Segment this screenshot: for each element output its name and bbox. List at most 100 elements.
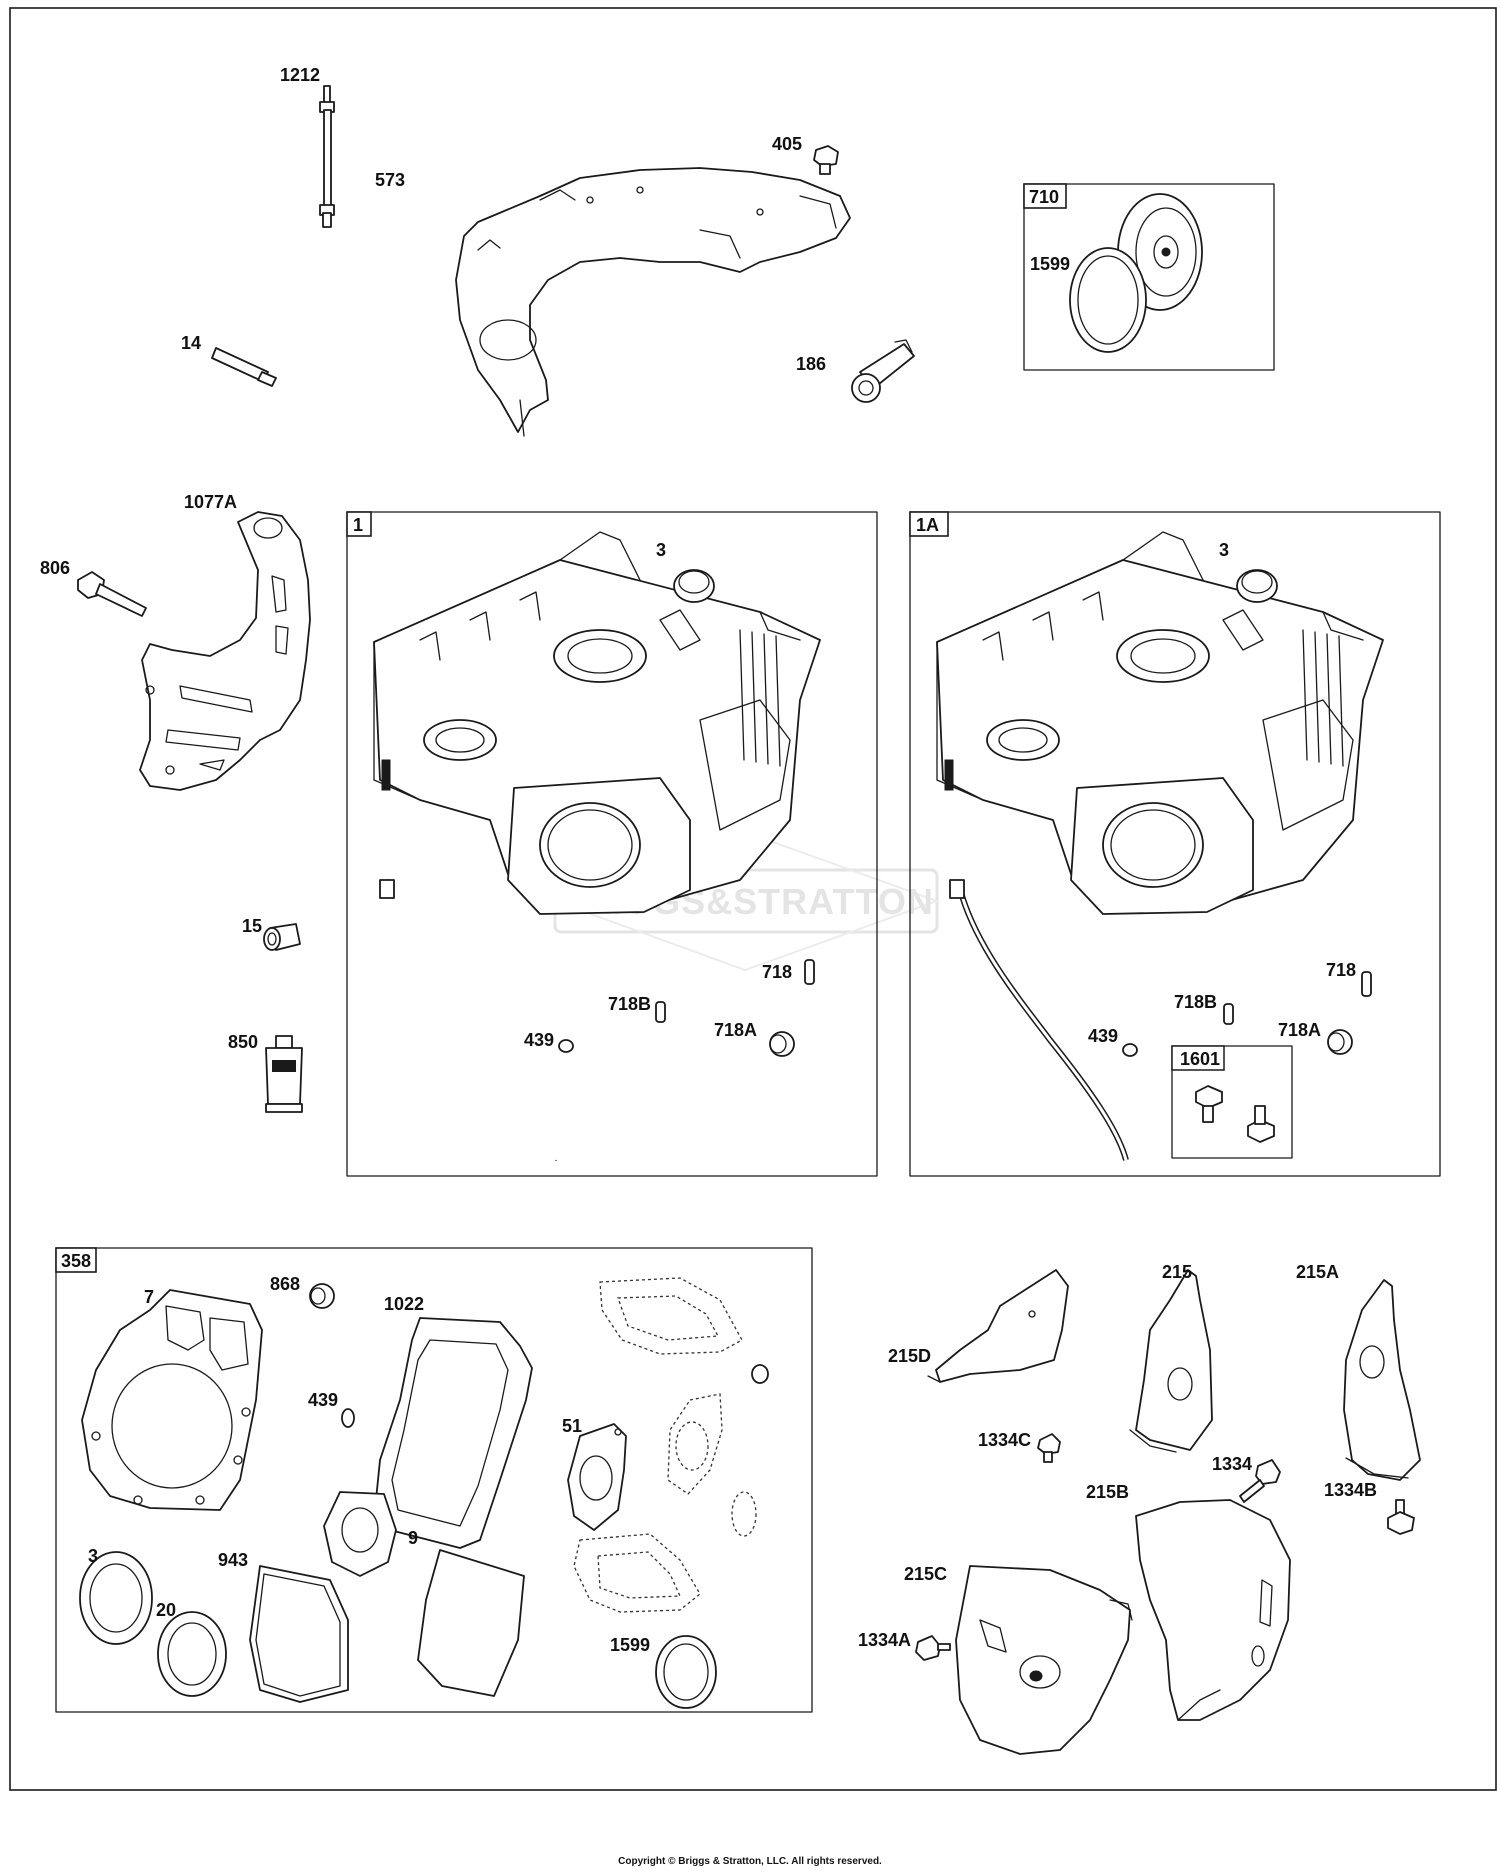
label-439-block1a[interactable]: 439 bbox=[1088, 1026, 1118, 1046]
label-186[interactable]: 186 bbox=[796, 354, 826, 374]
part-20-seal[interactable] bbox=[157, 1611, 227, 1697]
label-718a-block1a[interactable]: 718A bbox=[1278, 1020, 1321, 1040]
box-1601 bbox=[1171, 1045, 1293, 1159]
part-7-head-gasket[interactable] bbox=[81, 1289, 263, 1511]
box-710 bbox=[1023, 183, 1275, 371]
box-tag-358: 358 bbox=[61, 1251, 91, 1271]
part-718-dowel-block1[interactable] bbox=[804, 959, 815, 985]
part-215c-shield[interactable] bbox=[955, 1565, 1133, 1755]
label-718a-block1[interactable]: 718A bbox=[714, 1020, 757, 1040]
part-718a-sleeve-block1a[interactable] bbox=[1327, 1029, 1353, 1055]
box-1 bbox=[346, 511, 878, 1177]
label-439-block1[interactable]: 439 bbox=[524, 1030, 554, 1050]
label-3-kit[interactable]: 3 bbox=[88, 1546, 98, 1566]
part-carb-gasket-dashed[interactable] bbox=[573, 1533, 701, 1613]
box-1a bbox=[909, 511, 1441, 1177]
label-7[interactable]: 7 bbox=[144, 1287, 154, 1307]
label-943[interactable]: 943 bbox=[218, 1550, 248, 1570]
label-1334[interactable]: 1334 bbox=[1212, 1454, 1252, 1474]
label-718-block1a[interactable]: 718 bbox=[1326, 960, 1356, 980]
part-intake-gasket-dashed[interactable] bbox=[667, 1393, 723, 1495]
part-51-gasket[interactable] bbox=[567, 1423, 627, 1531]
label-215a[interactable]: 215A bbox=[1296, 1262, 1339, 1282]
part-1022-gasket[interactable] bbox=[375, 1317, 533, 1549]
part-1334-screw[interactable] bbox=[1239, 1459, 1281, 1503]
part-943-ring[interactable] bbox=[249, 1565, 349, 1703]
label-1334b[interactable]: 1334B bbox=[1324, 1480, 1377, 1500]
part-air-guide-plate[interactable] bbox=[455, 167, 851, 437]
label-215[interactable]: 215 bbox=[1162, 1262, 1192, 1282]
part-806-bolt[interactable] bbox=[77, 571, 147, 617]
part-1599-ring-kit[interactable] bbox=[655, 1635, 717, 1709]
label-215d[interactable]: 215D bbox=[888, 1346, 931, 1366]
label-1334c[interactable]: 1334C bbox=[978, 1430, 1031, 1450]
label-806[interactable]: 806 bbox=[40, 558, 70, 578]
part-1077a-bracket[interactable] bbox=[139, 511, 311, 791]
part-215-shield[interactable] bbox=[1129, 1269, 1213, 1453]
label-1599-kit[interactable]: 1599 bbox=[610, 1635, 650, 1655]
part-14-pin[interactable] bbox=[211, 347, 277, 387]
part-1334a-screw[interactable] bbox=[915, 1635, 951, 1661]
part-718-dowel-block1a[interactable] bbox=[1361, 971, 1372, 997]
box-tag-1: 1 bbox=[353, 515, 363, 535]
diagram-frame bbox=[9, 7, 1497, 1791]
label-9[interactable]: 9 bbox=[408, 1528, 418, 1548]
part-1334c-screw[interactable] bbox=[1037, 1433, 1061, 1463]
label-14[interactable]: 14 bbox=[181, 333, 201, 353]
label-718b-block1a[interactable]: 718B bbox=[1174, 992, 1217, 1012]
part-405-bolt[interactable] bbox=[813, 145, 839, 175]
label-850[interactable]: 850 bbox=[228, 1032, 258, 1052]
part-1599-seal-ring[interactable] bbox=[1069, 247, 1147, 353]
part-718a-sleeve-block1[interactable] bbox=[769, 1031, 795, 1057]
part-1-cylinder-block[interactable] bbox=[373, 531, 821, 915]
part-439-oring-kit[interactable] bbox=[341, 1408, 355, 1428]
label-20[interactable]: 20 bbox=[156, 1600, 176, 1620]
part-718b-dowel-block1a[interactable] bbox=[1223, 1003, 1234, 1025]
label-215b[interactable]: 215B bbox=[1086, 1482, 1129, 1502]
part-dashed-oring-kit[interactable] bbox=[731, 1491, 757, 1537]
label-1599-top[interactable]: 1599 bbox=[1030, 254, 1070, 274]
part-573-tube[interactable] bbox=[319, 85, 335, 228]
label-15[interactable]: 15 bbox=[242, 916, 262, 936]
label-51[interactable]: 51 bbox=[562, 1416, 582, 1436]
part-dipstick-tube-block1[interactable] bbox=[379, 879, 558, 1161]
label-573[interactable]: 573 bbox=[375, 170, 405, 190]
label-3-block1a[interactable]: 3 bbox=[1219, 540, 1229, 560]
label-405[interactable]: 405 bbox=[772, 134, 802, 154]
box-tag-710: 710 bbox=[1029, 187, 1059, 207]
part-439-oring-block1[interactable] bbox=[558, 1039, 574, 1053]
label-718b-block1[interactable]: 718B bbox=[608, 994, 651, 1014]
label-439-kit[interactable]: 439 bbox=[308, 1390, 338, 1410]
label-1334a[interactable]: 1334A bbox=[858, 1630, 911, 1650]
part-9-gasket[interactable] bbox=[417, 1549, 525, 1697]
part-215d-shield[interactable] bbox=[927, 1269, 1069, 1383]
part-439-oring-block1a[interactable] bbox=[1122, 1043, 1138, 1057]
part-exhaust-gasket-dashed[interactable] bbox=[599, 1277, 743, 1355]
part-718b-dowel-block1[interactable] bbox=[655, 1001, 666, 1023]
part-868-seal[interactable] bbox=[309, 1283, 335, 1309]
part-215b-shield[interactable] bbox=[1135, 1499, 1291, 1721]
label-868[interactable]: 868 bbox=[270, 1274, 300, 1294]
part-1334b-screw[interactable] bbox=[1387, 1499, 1415, 1535]
part-215a-shield[interactable] bbox=[1343, 1279, 1421, 1481]
label-3-block1[interactable]: 3 bbox=[656, 540, 666, 560]
part-breather-gasket-kit[interactable] bbox=[323, 1491, 397, 1577]
part-3-oil-seal-block1a[interactable] bbox=[1236, 569, 1278, 603]
label-215c[interactable]: 215C bbox=[904, 1564, 947, 1584]
part-1601-bolt-a[interactable] bbox=[1195, 1085, 1223, 1123]
part-850-sealant-tube[interactable] bbox=[265, 1035, 303, 1113]
part-3-seal-kit[interactable] bbox=[79, 1551, 153, 1645]
part-1601-bolt-b[interactable] bbox=[1247, 1105, 1275, 1143]
part-186-fitting[interactable] bbox=[851, 339, 915, 403]
part-3-oil-seal[interactable] bbox=[673, 569, 715, 603]
copyright-footer: Copyright © Briggs & Stratton, LLC. All … bbox=[618, 1856, 882, 1867]
part-15-bushing[interactable] bbox=[263, 923, 301, 951]
label-1022[interactable]: 1022 bbox=[384, 1294, 424, 1314]
label-1212[interactable]: 1212 bbox=[280, 65, 320, 85]
label-1077a[interactable]: 1077A bbox=[184, 492, 237, 512]
part-1a-cylinder-block[interactable] bbox=[936, 531, 1384, 915]
part-small-oring-kit[interactable] bbox=[751, 1364, 769, 1384]
part-dipstick-tube-block1a[interactable] bbox=[949, 879, 1129, 1161]
label-718-block1[interactable]: 718 bbox=[762, 962, 792, 982]
